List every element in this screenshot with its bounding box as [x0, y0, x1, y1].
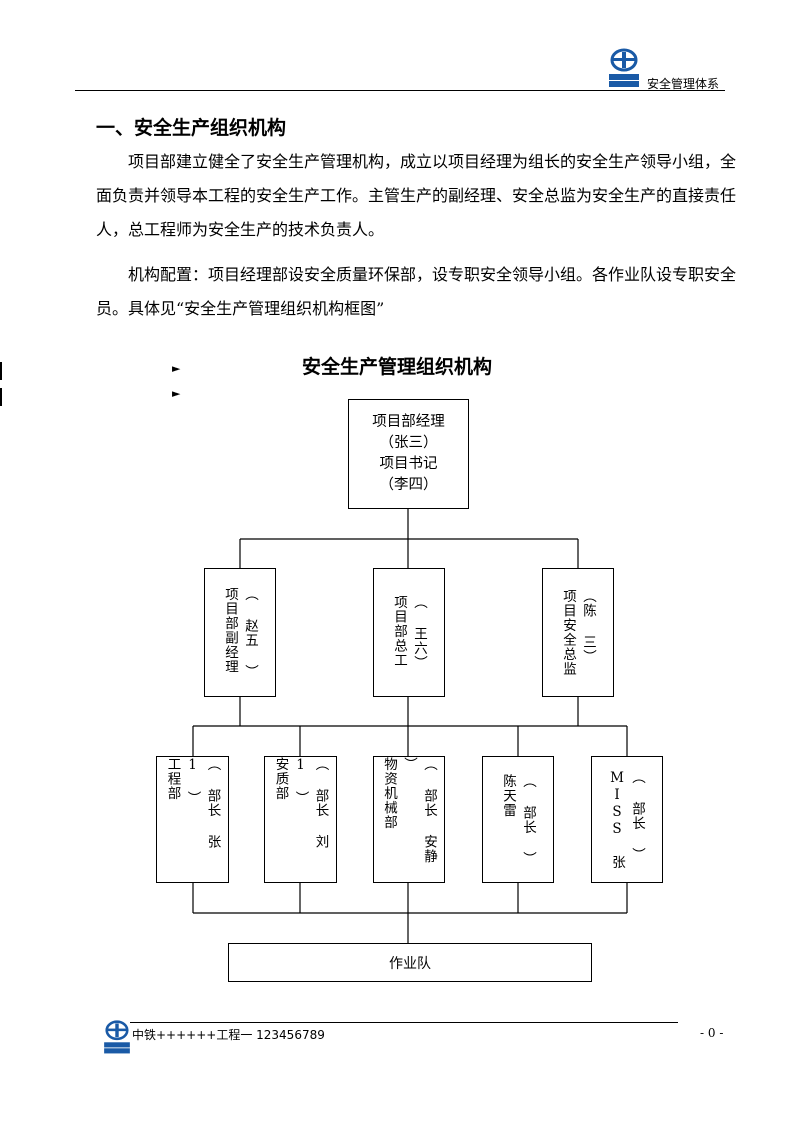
org-box-line: （李四）	[379, 477, 438, 493]
bullet-marker: ►	[172, 387, 181, 400]
org-box-deputy-manager: （ 赵五 ） 项目部副经理	[204, 568, 276, 697]
org-box-line: 陈天雷	[500, 773, 516, 818]
bullet-marker: ►	[172, 362, 181, 375]
margin-mark	[0, 388, 2, 406]
footer-text: 中铁++++++工程一 123456789	[132, 1028, 325, 1042]
margin-mark	[0, 362, 2, 380]
org-box-line: 工程部	[164, 757, 181, 801]
org-box-line: 项目部总工	[391, 595, 407, 668]
paragraph-1: 项目部建立健全了安全生产管理机构，成立以项目经理为组长的安全生产领导小组，全面负…	[96, 145, 736, 247]
crec-logo	[607, 48, 641, 90]
org-box-engineering-dept: （ 部长 张 1 ） 工程部	[156, 756, 229, 883]
org-box-line: 项目书记	[379, 456, 438, 472]
org-box-line: （ 王六）	[411, 595, 427, 670]
org-box-line: 项目安全总监	[560, 589, 576, 676]
paragraph-2-text: 机构配置：项目经理部设安全质量环保部，设专职安全领导小组。各作业队设专职安全员。…	[96, 265, 737, 318]
org-box-line: 物资机械部	[381, 757, 397, 830]
org-box-chief-engineer: （ 王六） 项目部总工	[373, 568, 445, 697]
org-box-materials-machinery-dept: （ 部长 安静 ） 物资机械部	[373, 756, 445, 883]
page-number: - 0 -	[700, 1026, 724, 1040]
org-box-dept-miss-zhang: （ 部长 ） MISS 张	[591, 756, 663, 883]
org-box-line: 项目部副经理	[222, 586, 238, 674]
paragraph-1-text: 项目部建立健全了安全生产管理机构，成立以项目经理为组长的安全生产领导小组，全面负…	[96, 152, 737, 239]
org-box-line: （ 部长 张 1 ）	[184, 757, 221, 849]
crec-logo	[102, 1020, 132, 1056]
org-box-line: （ 部长 刘 1 ）	[292, 757, 329, 849]
org-box-dept-chen: （ 部长 ） 陈天雷	[482, 756, 554, 883]
org-box-line: 项目部经理	[372, 414, 445, 430]
org-box-project-manager: 项目部经理 （张三） 项目书记 （李四）	[348, 399, 469, 509]
org-box-line: （ 赵五 ）	[242, 586, 258, 679]
header-title: 安全管理体系	[647, 77, 720, 91]
chart-title: 安全生产管理组织机构	[302, 356, 493, 378]
org-box-line: （张三）	[379, 435, 438, 451]
section-title: 一、安全生产组织机构	[96, 117, 287, 139]
org-box-line: MISS 张	[609, 769, 625, 870]
org-box-line: （陈 三）	[580, 589, 596, 664]
paragraph-2: 机构配置：项目经理部设安全质量环保部，设专职安全领导小组。各作业队设专职安全员。…	[96, 258, 736, 326]
header-divider	[75, 90, 725, 91]
org-box-line: （ 部长 ）	[629, 769, 645, 862]
org-box-line: （ 部长 ）	[520, 773, 536, 866]
org-box-safety-director: （陈 三） 项目安全总监	[542, 568, 614, 697]
org-box-line: （ 部长 安静 ）	[401, 757, 437, 864]
footer-divider	[130, 1022, 678, 1023]
org-box-work-team: 作业队	[228, 943, 592, 982]
org-box-quality-safety-dept: （ 部长 刘 1 ） 安质部	[264, 756, 337, 883]
org-box-line: 安质部	[272, 757, 289, 801]
